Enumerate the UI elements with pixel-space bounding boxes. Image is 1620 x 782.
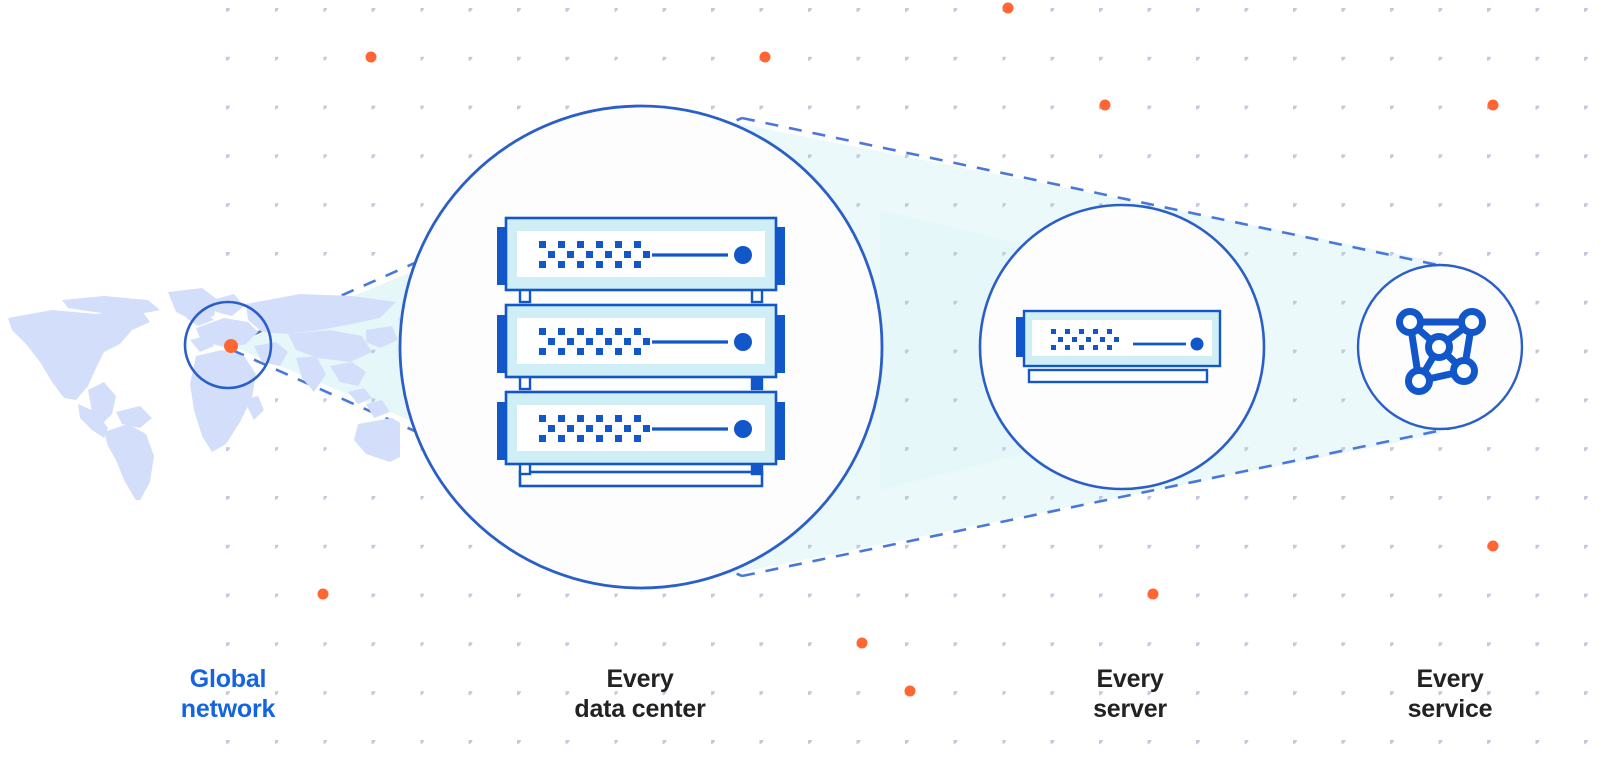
server-unit: [497, 390, 785, 466]
accent-dots: [317, 2, 1499, 697]
stage-label-line2: service: [1407, 695, 1493, 723]
stage-label-line1: Global: [189, 665, 267, 693]
stage-label-line2: data center: [574, 695, 706, 723]
region-marker-dot: [224, 339, 238, 353]
stage-label-line1: Every: [1416, 665, 1484, 693]
server-unit: [497, 303, 785, 379]
single-server-icon: [1016, 309, 1222, 384]
stage-label-line2: server: [1093, 695, 1167, 723]
server-unit: [497, 216, 785, 292]
world-map-icon: [8, 288, 400, 500]
network-mesh-icon: [1396, 308, 1486, 395]
server-rack-icon: [497, 216, 785, 488]
stage-label-line2: network: [180, 695, 276, 723]
stage-label-line1: Every: [606, 665, 674, 693]
stage-label-line1: Every: [1096, 665, 1164, 693]
region-highlight-circle: [183, 300, 273, 390]
